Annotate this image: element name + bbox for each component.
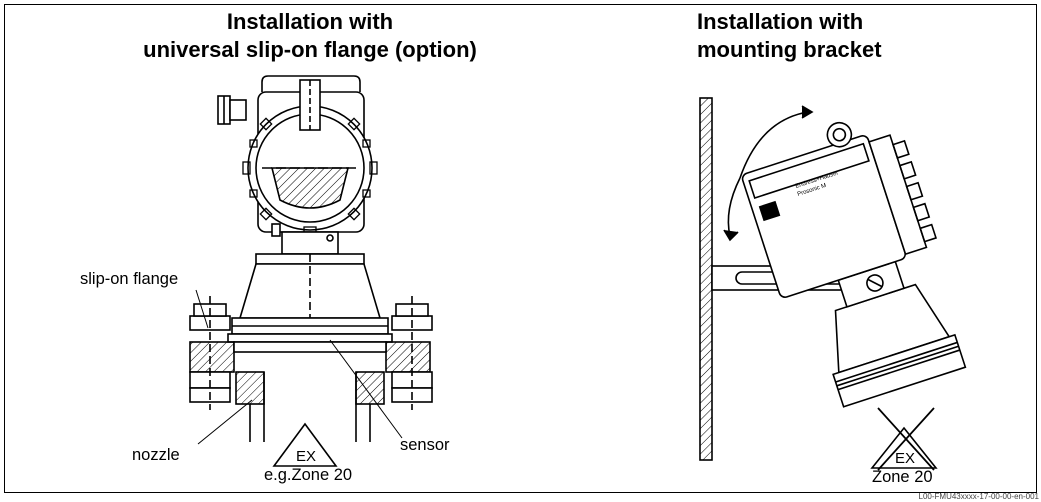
- housing-neck: [238, 223, 382, 319]
- cable-gland: [217, 95, 247, 125]
- right-title-line2: mounting bracket: [697, 37, 882, 62]
- right-title-line1: Installation with: [697, 9, 864, 34]
- rotation-arrow-upper: [739, 111, 809, 179]
- cross-line-2: [877, 407, 935, 471]
- ex-warning-symbol: EX: [272, 422, 338, 467]
- sensor-body: [227, 317, 393, 343]
- label-nozzle: nozzle: [132, 446, 180, 464]
- flange-installation-drawing: [189, 75, 433, 445]
- left-title-line1: Installation with: [226, 9, 394, 34]
- nozzle: [235, 371, 385, 442]
- left-title: Installation with universal slip-on flan…: [90, 8, 530, 64]
- bracket-installation-drawing: Endress+Hauser Prosonic M: [699, 97, 967, 461]
- wall: [699, 97, 713, 461]
- flange-bolts: [189, 296, 433, 410]
- label-zone-right: Zone 20: [872, 468, 933, 486]
- ex-symbol-text-right: EX: [895, 450, 915, 467]
- figure-frame: [4, 4, 1037, 493]
- right-title: Installation with mounting bracket: [697, 8, 1027, 64]
- ex-symbol-text-left: EX: [296, 448, 316, 465]
- housing: [242, 75, 378, 235]
- tilted-device: [741, 121, 967, 408]
- label-sensor: sensor: [400, 436, 450, 454]
- rotation-arrow-lower: [727, 177, 741, 237]
- left-title-line2: universal slip-on flange (option): [143, 37, 477, 62]
- slip-on-flange: [189, 341, 431, 373]
- reference-code: L00-FMU43xxxx-17-00-00-en-001: [918, 492, 1040, 501]
- label-zone-left: e.g.Zone 20: [264, 466, 353, 484]
- leader-lines: [195, 289, 403, 445]
- ex-not-permitted-symbol: EX: [870, 407, 938, 471]
- label-slip-on-flange: slip-on flange: [80, 270, 179, 288]
